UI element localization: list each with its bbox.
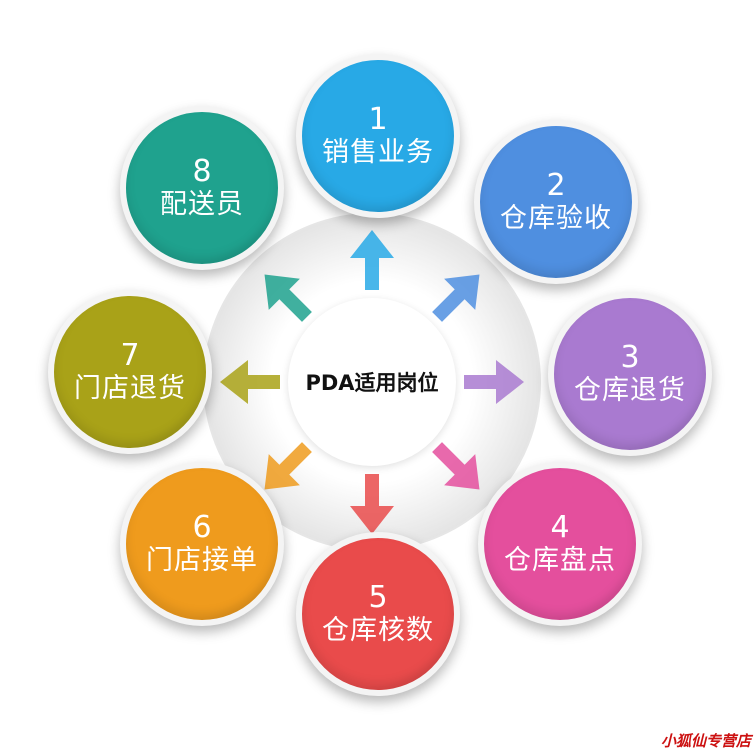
arrow-8: [264, 274, 312, 322]
node-number: 8: [192, 154, 212, 189]
node-sales: 1 销售业务: [296, 54, 460, 218]
node-number: 7: [120, 338, 140, 373]
node-delivery: 8 配送员: [120, 106, 284, 270]
node-warehouse-count: 5 仓库核数: [296, 532, 460, 696]
arrow-6: [264, 442, 312, 490]
center-circle: PDA适用岗位: [288, 298, 456, 466]
node-label: 仓库验收: [500, 203, 612, 234]
node-label: 仓库盘点: [504, 545, 616, 576]
arrow-4: [432, 442, 480, 490]
node-label: 仓库退货: [574, 375, 686, 406]
node-number: 3: [620, 340, 640, 375]
node-number: 1: [368, 102, 388, 137]
node-store-return: 7 门店退货: [48, 290, 212, 454]
arrow-5: [350, 474, 394, 534]
store-watermark: 小狐仙专营店: [660, 732, 751, 750]
center-label: PDA适用岗位: [305, 371, 439, 395]
node-number: 4: [550, 510, 570, 545]
node-number: 2: [546, 168, 566, 203]
node-label: 配送员: [160, 189, 244, 220]
arrow-group: [220, 230, 524, 534]
node-label: 门店接单: [146, 545, 258, 576]
node-warehouse-inventory: 4 仓库盘点: [478, 462, 642, 626]
node-warehouse-acceptance: 2 仓库验收: [474, 120, 638, 284]
node-warehouse-return: 3 仓库退货: [548, 292, 712, 456]
node-label: 门店退货: [74, 373, 186, 404]
node-number: 6: [192, 510, 212, 545]
node-store-orders: 6 门店接单: [120, 462, 284, 626]
arrow-1: [350, 230, 394, 290]
arrow-3: [464, 360, 524, 404]
node-label: 销售业务: [322, 137, 434, 168]
node-number: 5: [368, 580, 388, 615]
arrow-2: [432, 274, 480, 322]
node-label: 仓库核数: [322, 615, 434, 646]
arrow-7: [220, 360, 280, 404]
